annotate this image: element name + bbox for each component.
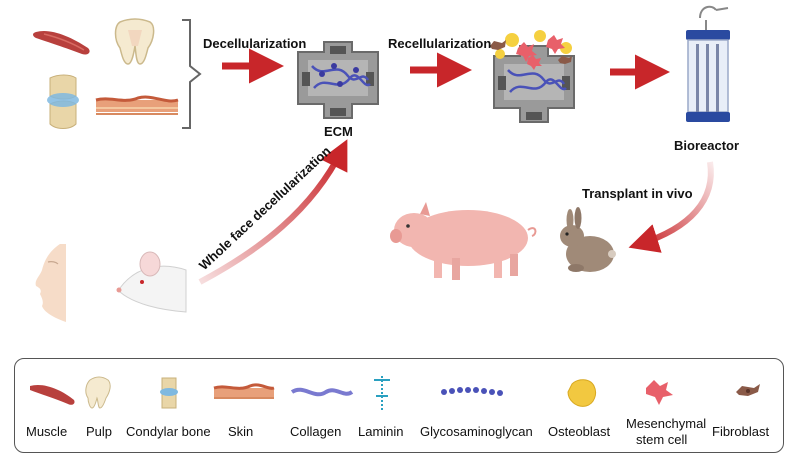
tooth-tissue-icon xyxy=(114,18,155,65)
legend-muscle-icon xyxy=(30,384,75,405)
legend-label-pulp: Pulp xyxy=(86,424,113,439)
arrow-transplant xyxy=(628,161,714,253)
legend-label-muscle: Muscle xyxy=(26,424,68,439)
legend-label-collagen: Collagen xyxy=(290,424,342,439)
arrow-whole-face xyxy=(198,139,348,285)
pig-illustration xyxy=(390,202,537,280)
legend-mesenchymal-stem-cell-icon xyxy=(646,380,673,405)
condylar-joint-icon xyxy=(47,74,79,129)
muscle-tissue-icon xyxy=(33,30,90,55)
legend-collagen-icon xyxy=(290,387,354,397)
tissue-bracket xyxy=(182,19,202,129)
legend-label-condylar-bone: Condylar bone xyxy=(126,424,211,439)
ecm-scaffold xyxy=(297,41,379,119)
legend-label-laminin: Laminin xyxy=(358,424,404,439)
recellularized-scaffold xyxy=(490,30,575,123)
legend-label-fibroblast: Fibroblast xyxy=(712,424,770,439)
legend-condylar-bone-icon xyxy=(160,377,178,409)
skin-tissue-icon xyxy=(95,95,179,115)
legend-label-osteoblast: Osteoblast xyxy=(548,424,611,439)
legend-fibroblast-icon xyxy=(736,384,760,396)
rabbit-illustration xyxy=(560,207,616,272)
legend-label-stem-cell: stem cell xyxy=(636,432,688,447)
bioreactor-label: Bioreactor xyxy=(674,138,740,153)
legend-label-skin: Skin xyxy=(228,424,254,439)
legend-skin-icon xyxy=(213,383,275,399)
legend-label-mesenchymal: Mesenchymal xyxy=(626,416,707,431)
rat-illustration xyxy=(116,251,187,313)
legend-glycosaminoglycan-icon xyxy=(441,387,503,396)
legend-osteoblast-icon xyxy=(567,379,597,407)
bioreactor-device xyxy=(686,5,730,122)
ecm-label: ECM xyxy=(324,124,353,139)
transplant-label: Transplant in vivo xyxy=(582,186,693,201)
legend-panel xyxy=(14,358,784,453)
legend-label-glycosaminoglycan: Glycosaminoglycan xyxy=(420,424,533,439)
human-face-illustration xyxy=(35,244,66,322)
legend-laminin-icon xyxy=(374,376,390,412)
recellularization-label: Recellularization xyxy=(388,36,492,51)
decellularization-label: Decellularization xyxy=(203,36,307,51)
legend-pulp-icon xyxy=(85,376,111,409)
